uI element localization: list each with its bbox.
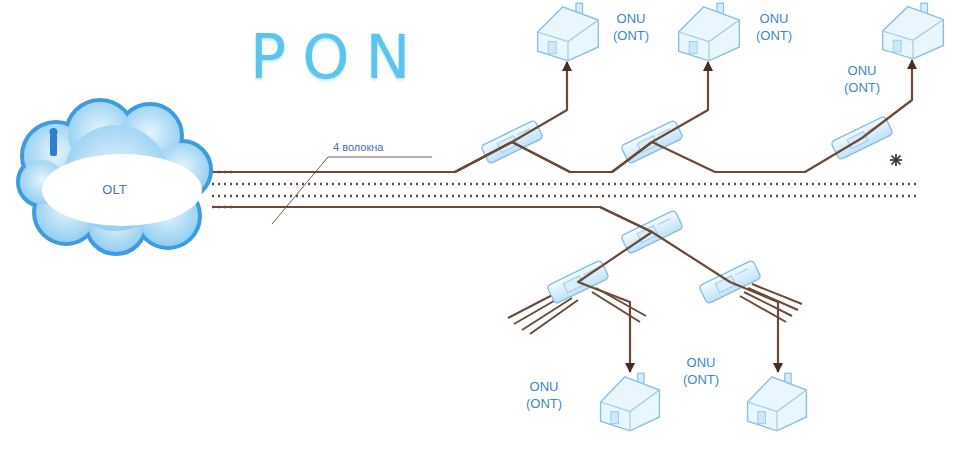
antenna-icon: [50, 128, 58, 136]
fiber-count-label: 4 волокна: [333, 141, 383, 153]
house-edge: [748, 390, 807, 412]
house-door: [758, 412, 766, 424]
splitter-mark: [735, 269, 748, 275]
house-edge: [629, 412, 630, 431]
leader-line: [272, 157, 432, 224]
house-icon: [535, 2, 601, 62]
onu-house: ONU (ONT): [535, 2, 601, 62]
house-icon: [676, 2, 742, 62]
fiber-connector: [213, 207, 652, 372]
house-door: [893, 40, 901, 52]
house-body: [601, 377, 660, 431]
house-edge: [883, 19, 944, 40]
star-ray: [892, 156, 901, 165]
house-body: [883, 7, 944, 59]
house-icon: [598, 372, 662, 432]
house-body: [538, 7, 599, 61]
fiber-trunk: [212, 172, 916, 207]
house-edge: [776, 412, 777, 431]
house-edge: [912, 40, 913, 59]
house-body: [748, 377, 807, 431]
onu-label: ONU (ONT): [683, 354, 719, 388]
dark-fiber: [212, 195, 916, 198]
house-icon: [880, 2, 946, 60]
onu-house: ONU (ONT): [598, 372, 662, 432]
house-door: [611, 412, 619, 424]
cloud-shape: [16, 98, 213, 256]
onu-label: ONU (ONT): [613, 10, 649, 44]
diagram-title: PON: [250, 22, 426, 92]
splitter-group: [481, 116, 894, 304]
fanout-line: [530, 300, 578, 334]
splitter-mark: [657, 219, 670, 225]
fiber-connector: [213, 207, 778, 372]
leader-line: [272, 157, 432, 224]
house-edge: [679, 20, 740, 42]
star-ray: [892, 156, 901, 165]
house-door: [689, 42, 697, 54]
onu-label: ONU (ONT): [844, 62, 880, 96]
olt-cloud: OLT: [16, 98, 213, 256]
fanout-line: [522, 298, 572, 330]
onu-label: ONU (ONT): [526, 378, 562, 412]
onu-house: ONU (ONT): [880, 2, 946, 60]
house-body: [679, 7, 740, 61]
house-edge: [567, 42, 568, 61]
antenna-icon: [50, 134, 57, 156]
house-edge: [538, 20, 599, 42]
house-icon: [745, 372, 809, 432]
house-edge: [708, 42, 709, 61]
olt-label: OLT: [16, 182, 213, 197]
onu-house: ONU (ONT): [745, 372, 809, 432]
onu-house: ONU (ONT): [676, 2, 742, 62]
dark-fiber: [212, 183, 916, 186]
break-star: [890, 154, 902, 166]
onu-label: ONU (ONT): [756, 10, 792, 44]
house-door: [548, 42, 556, 54]
house-edge: [601, 390, 660, 412]
